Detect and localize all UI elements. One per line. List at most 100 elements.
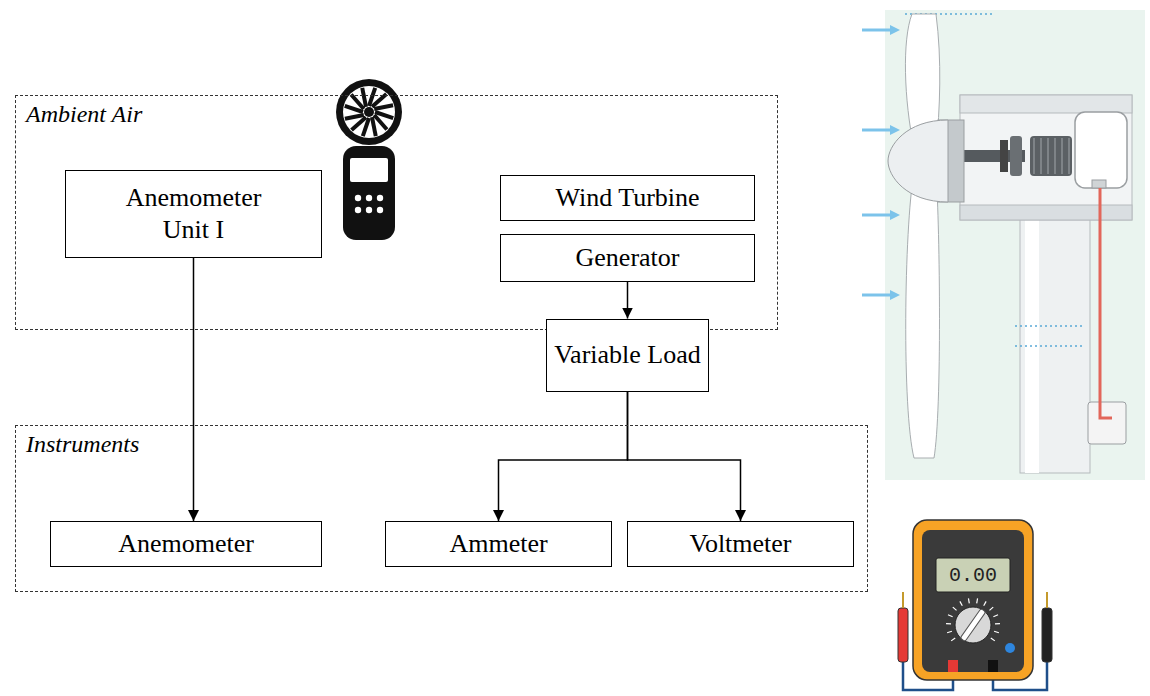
dial-ticks-part [994, 631, 999, 632]
box-label: Generator [576, 242, 680, 275]
wind-arrows-part [890, 125, 900, 135]
anemometer-icon-part [343, 146, 395, 240]
anemometer-icon-part [355, 195, 361, 201]
wind-turbine-illustration-part [960, 95, 1132, 113]
dial-ticks-part [960, 601, 962, 605]
anemometer-icon [336, 79, 402, 240]
multimeter-icon-part [960, 609, 986, 642]
process-box: Anemometer Unit I [65, 170, 322, 258]
anemometer-icon-part [366, 195, 372, 201]
box-label: Ammeter [449, 528, 547, 561]
wind-arrows-part [862, 294, 892, 297]
dial-ticks-part [946, 623, 951, 624]
wind-turbine-illustration-part [1092, 180, 1106, 188]
multimeter-icon-part [1046, 592, 1048, 608]
multimeter-icon-part [948, 660, 958, 672]
region-heading: Ambient Air [26, 100, 767, 129]
wind-turbine-illustration-part [1015, 325, 1082, 327]
multimeter-icon-part [936, 558, 1010, 592]
region-heading: Instruments [26, 430, 857, 459]
group-region: Ambient AirAnemometer Unit I Wind Turbine… [15, 95, 778, 330]
multimeter-icon-part [902, 592, 904, 608]
dial-ticks-part [951, 638, 955, 641]
group-region: InstrumentsAnemometer Ammeter Voltmeter [15, 425, 868, 592]
wind-turbine-illustration-part [960, 205, 1132, 220]
fan-blades-part [352, 117, 366, 130]
wind-turbine-illustration-part [906, 172, 940, 458]
anemometer-icon-part [343, 86, 395, 138]
multimeter-icon [898, 520, 1052, 690]
multimeter-icon-part [913, 520, 1033, 680]
generator-fins-part [1054, 138, 1056, 174]
generator-fins-part [1061, 138, 1063, 174]
display-reading: 0.00 [936, 558, 1010, 592]
box-label: Voltmeter [689, 528, 791, 561]
generator-fins-part [1047, 138, 1049, 174]
anemometer-icon-part [336, 79, 402, 145]
multimeter-icon-part [988, 660, 998, 672]
fan-blades-part [345, 115, 364, 119]
wind-turbine-illustration-part [888, 120, 948, 202]
anemometer-icon-part [377, 207, 383, 213]
fan-blades-part [372, 117, 376, 136]
wind-turbine-illustration-part [885, 10, 1145, 480]
fan-blades-part [374, 105, 393, 109]
flow-arrow [628, 392, 741, 522]
wind-arrows-part [862, 129, 892, 132]
process-box: Generator [500, 234, 755, 282]
process-box: Anemometer [50, 521, 322, 567]
generator-fins-part [1033, 138, 1035, 174]
flow-arrow [627, 282, 629, 319]
process-box: Variable Load [546, 319, 709, 392]
wind-arrows-part [890, 25, 900, 35]
box-label: Wind Turbine [555, 182, 699, 215]
dial-ticks-part [976, 598, 978, 603]
wind-turbine-illustration-part [1015, 345, 1082, 347]
process-box: Ammeter [385, 521, 612, 567]
wind-turbine-illustration-part [1075, 112, 1127, 188]
multimeter-icon-part [922, 530, 1024, 672]
process-box: Voltmeter [627, 521, 854, 567]
wind-turbine-illustration [862, 10, 1145, 480]
fan-blades-part [372, 94, 386, 107]
wind-turbine-illustration-part [1030, 136, 1072, 176]
wind-turbine-illustration-part [1000, 140, 1008, 172]
box-label: Anemometer Unit I [109, 182, 279, 247]
wind-arrows-part [862, 214, 892, 217]
dial-ticks-part [989, 607, 993, 610]
dial-ticks-part [993, 615, 998, 617]
anemometer-icon-part [377, 195, 383, 201]
box-label: Variable Load [554, 339, 701, 372]
multimeter-icon-part [1042, 608, 1052, 662]
anemometer-icon-part [350, 158, 388, 182]
dial-ticks-part [953, 607, 957, 610]
dial-ticks-part [948, 615, 953, 617]
generator-fins-part [1040, 138, 1042, 174]
anemometer-icon-part [364, 107, 374, 117]
multimeter-icon-part [1005, 643, 1015, 653]
wind-turbine-illustration-part [1100, 188, 1112, 418]
anemometer-icon-part [366, 207, 372, 213]
wind-turbine-illustration-part [1088, 402, 1126, 444]
generator-fins [1034, 138, 1069, 174]
dial-ticks-part [995, 623, 1000, 624]
dial-ticks-part [984, 601, 986, 605]
fan-blades-part [362, 88, 366, 107]
dial-ticks-part [968, 598, 970, 603]
wind-arrows-part [890, 290, 900, 300]
flow-arrow [193, 258, 195, 521]
fan-blades-part [374, 115, 387, 129]
dial-ticks-part [947, 631, 952, 632]
box-label: Anemometer [118, 528, 254, 561]
fan-blades-part [351, 95, 364, 109]
anemometer-icon-part [355, 207, 361, 213]
wind-arrows-part [890, 210, 900, 220]
wind-turbine-illustration-part [960, 95, 1132, 220]
multimeter-icon-part [955, 607, 991, 643]
wind-turbine-illustration-part [1010, 136, 1022, 176]
flow-arrow [499, 392, 628, 522]
dial-ticks-part [991, 638, 995, 641]
wind-arrows-part [862, 29, 892, 32]
